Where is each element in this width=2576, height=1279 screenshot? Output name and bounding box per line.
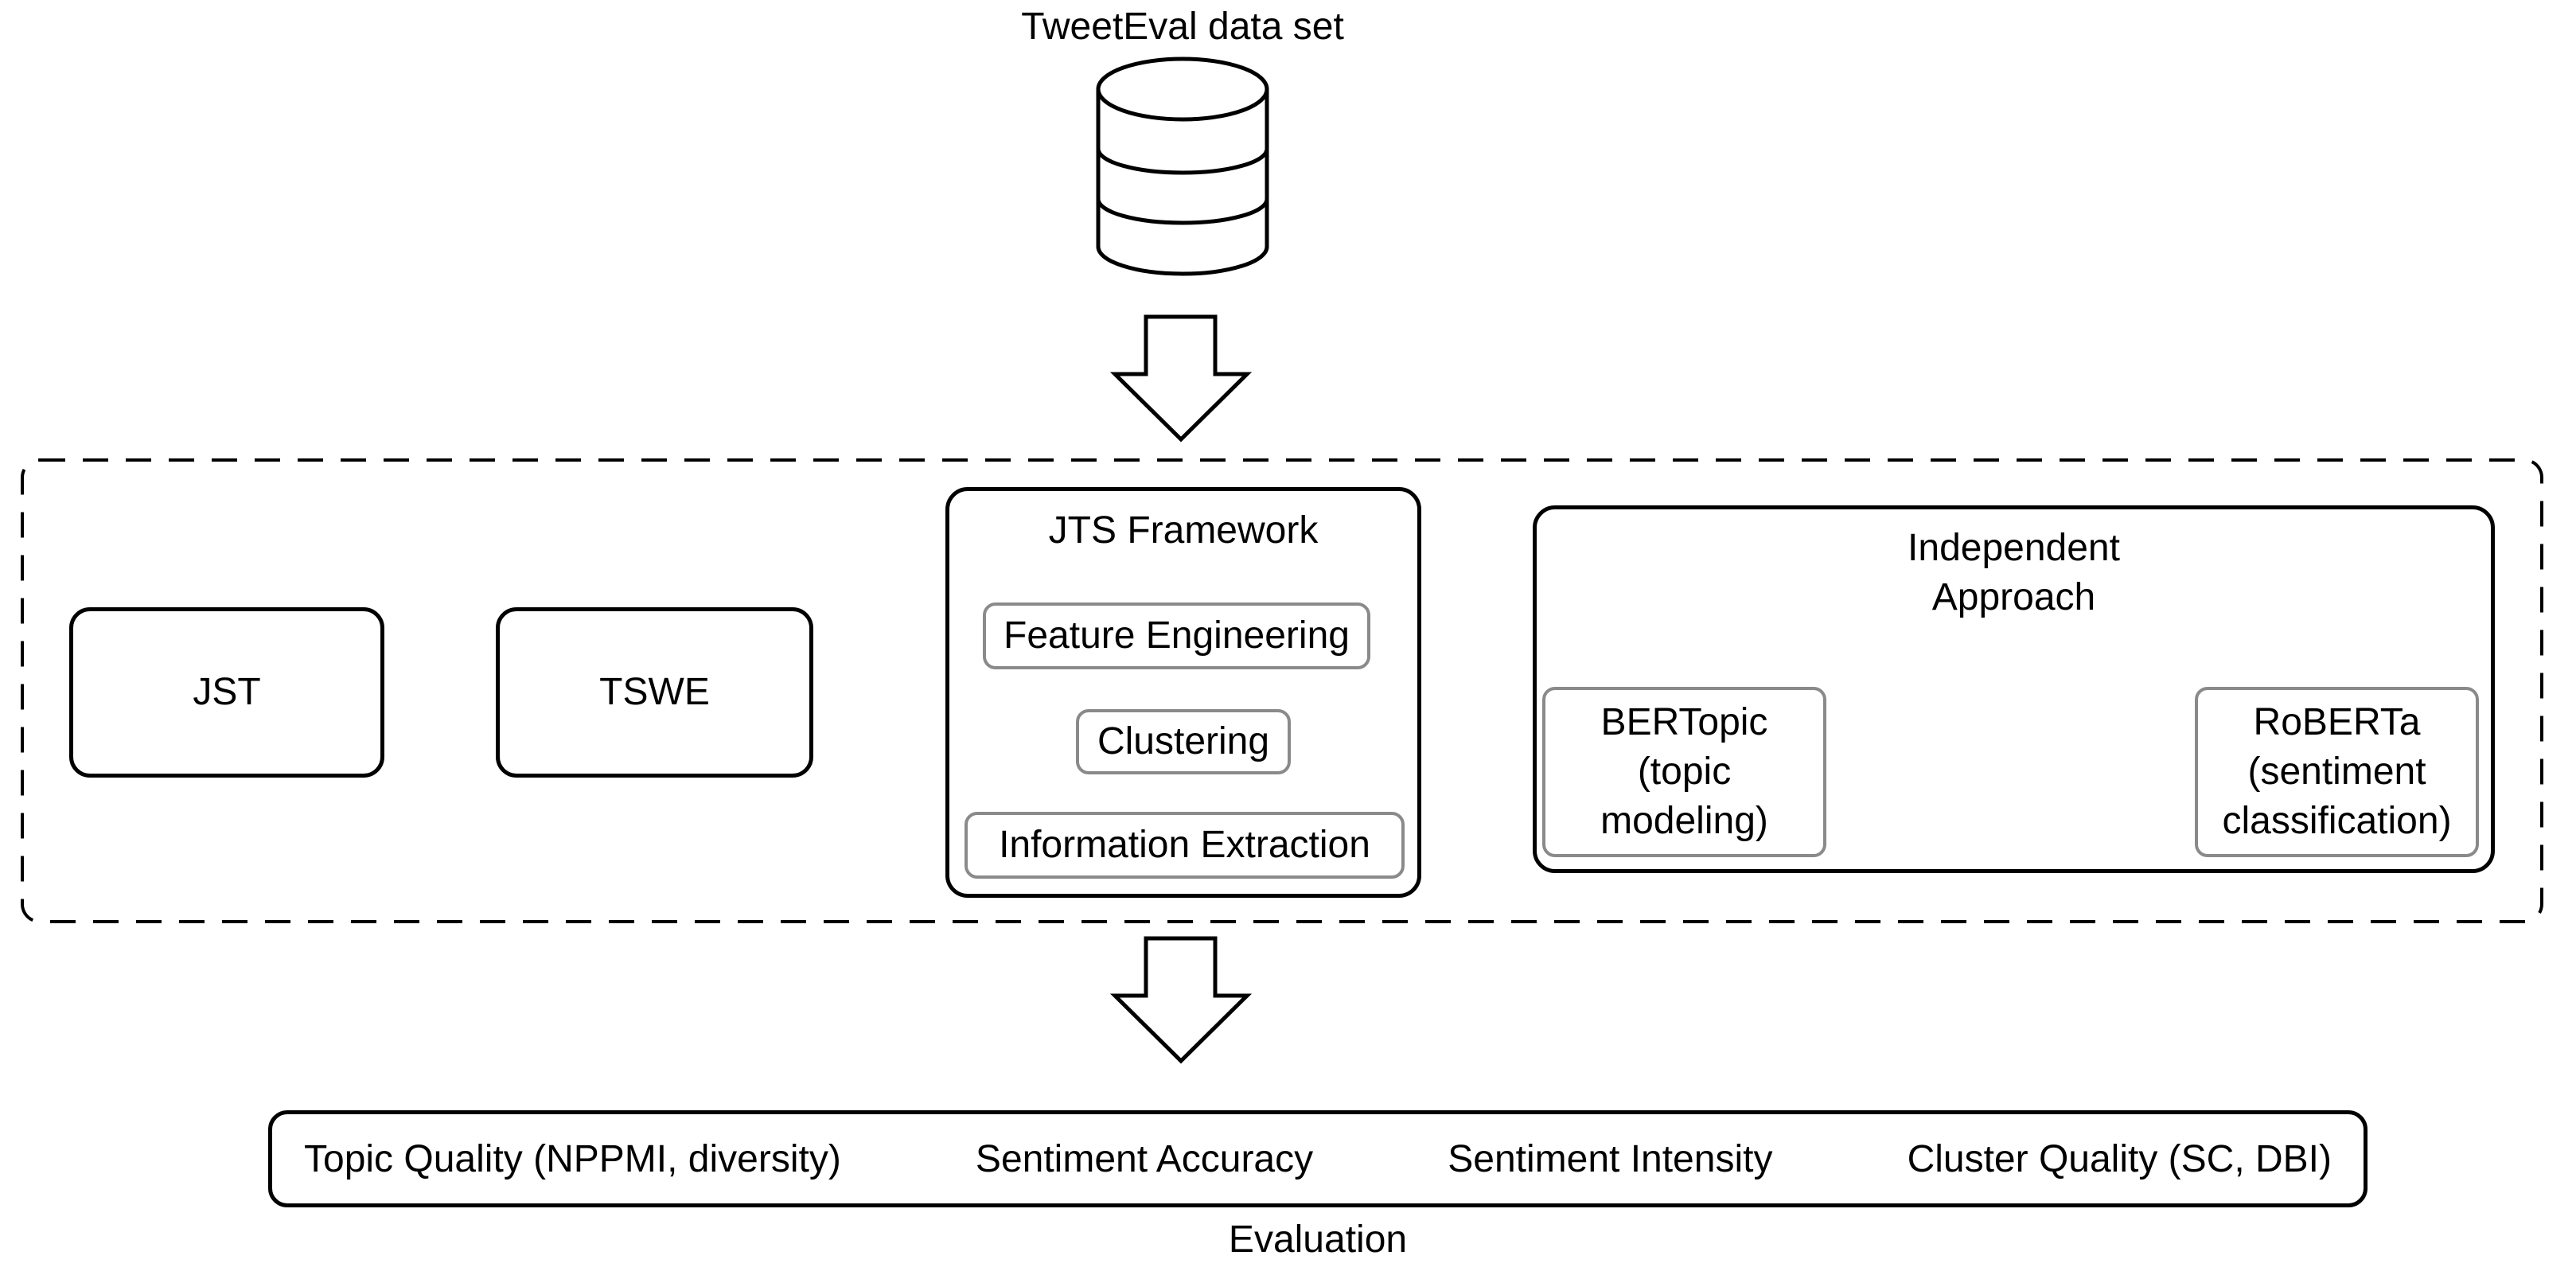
independent-approach-title: Independent Approach — [1533, 524, 2495, 622]
independent-approach-title-line2: Approach — [1931, 576, 2096, 618]
roberta-label-line2: (sentiment — [2247, 751, 2426, 793]
down-block-arrow-top-icon — [1109, 314, 1253, 443]
clustering-node: Clustering — [1076, 709, 1291, 774]
information-extraction-node: Information Extraction — [965, 812, 1405, 879]
feature-engineering-label: Feature Engineering — [1004, 614, 1350, 657]
metric-sentiment-accuracy: Sentiment Accuracy — [975, 1137, 1314, 1180]
jst-label: JST — [193, 671, 261, 713]
database-icon — [1096, 57, 1269, 276]
independent-approach-title-line1: Independent — [1908, 527, 2120, 569]
evaluation-metrics-box: Topic Quality (NPPMI, diversity) Sentime… — [268, 1110, 2368, 1207]
bertopic-label-line1: BERTopic — [1600, 701, 1768, 743]
information-extraction-label: Information Extraction — [999, 824, 1370, 866]
roberta-label-line3: classification) — [2222, 800, 2452, 842]
jts-framework-title: JTS Framework — [1048, 509, 1319, 552]
tswe-node: TSWE — [496, 607, 813, 778]
bertopic-label-line2: (topic — [1637, 751, 1732, 793]
metric-sentiment-intensity: Sentiment Intensity — [1448, 1137, 1773, 1180]
metric-topic-quality: Topic Quality (NPPMI, diversity) — [304, 1137, 841, 1180]
roberta-label-line1: RoBERTa — [2253, 701, 2421, 743]
roberta-node: RoBERTa (sentiment classification) — [2195, 687, 2479, 857]
evaluation-caption: Evaluation — [1228, 1219, 1408, 1261]
dataset-label: TweetEval data set — [1021, 6, 1344, 48]
metric-cluster-quality: Cluster Quality (SC, DBI) — [1907, 1137, 2332, 1180]
jst-node: JST — [69, 607, 384, 778]
feature-engineering-node: Feature Engineering — [983, 602, 1370, 669]
down-block-arrow-bottom-icon — [1109, 936, 1253, 1064]
bertopic-node: BERTopic (topic modeling) — [1542, 687, 1826, 857]
tswe-label: TSWE — [599, 671, 710, 713]
clustering-label: Clustering — [1097, 720, 1270, 762]
bertopic-label-line3: modeling) — [1600, 800, 1768, 842]
